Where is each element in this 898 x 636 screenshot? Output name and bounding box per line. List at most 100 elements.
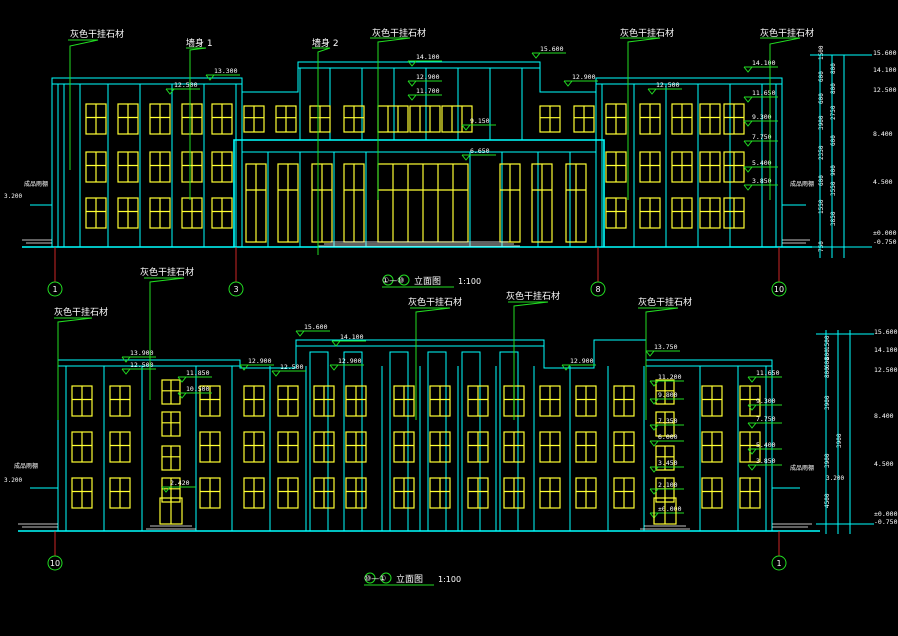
top-elev-14100-text: 14.100 [416,53,440,61]
bot-elev-9300-text: 9.300 [756,397,776,405]
top-window [85,103,107,135]
top-elev-3850-text: 3.850 [752,177,772,185]
bot-elev-12500-b-text: 12.500 [280,363,304,371]
top-window [85,197,107,229]
top-left-wing [51,77,243,247]
top-elev-right-6: -0.750 [873,238,897,246]
bot-elev-7350: 7.350 [649,417,684,431]
top-window [181,197,203,229]
bottom-window [575,431,597,463]
bot-elev-13900-text: 13.900 [130,349,154,357]
bottom-window [429,477,451,509]
bottom-note-1: 灰色干挂石材 [54,306,108,318]
top-elev-12900-b-text: 12.900 [572,73,596,81]
top-window [723,197,745,229]
top-elev-6650-text: 6.650 [470,147,490,155]
top-window [639,151,661,183]
top-elev-11700-text: 11.700 [416,87,440,95]
bottom-window [199,431,221,463]
bottom-window [71,431,93,463]
top-window [211,151,233,183]
top-title: ①—⑩ 立面图 1:100 [382,274,481,288]
bot-elev-12900-c-text: 12.900 [570,357,594,365]
top-dim-1: 800 [830,63,837,74]
bottom-window [467,477,489,509]
bottom-window [345,477,367,509]
bottom-pilasters [65,351,767,532]
bottom-window [539,477,561,509]
top-window [605,197,627,229]
top-elev-14100-right-text: 14.100 [752,59,776,67]
bot-elev-5400-text: 5.400 [756,441,776,449]
bot-elev-2420-text: 2.420 [170,479,190,487]
top-dim-11: 3550 [830,181,837,196]
bot-elev-11200-text: 11.200 [658,373,682,381]
top-axis-3: 3 [233,285,238,294]
bot-elev-14100-text: 14.100 [340,333,364,341]
top-window [539,105,561,133]
top-axis-bubbles: 1 3 8 10 [47,247,787,297]
bot-dim-7: 4500 [824,493,831,508]
top-dim-14: 750 [818,241,825,252]
bottom-window [345,385,367,417]
bottom-window [467,385,489,417]
bottom-bay [427,351,447,532]
bot-elev-12500-text: 12.500 [130,361,154,369]
top-window [149,103,171,135]
top-window [343,105,365,133]
bottom-window [71,385,93,417]
top-window [211,197,233,229]
bot-elev-13900: 13.900 [121,349,156,363]
top-window [605,103,627,135]
top-center-block [241,61,597,104]
top-elev-11650-text: 11.650 [752,89,776,97]
top-axis-10: 10 [774,285,784,294]
bottom-note-3: 灰色干挂石材 [408,296,462,308]
top-elev-9300: 9.300 [743,113,778,127]
top-window [671,197,693,229]
bottom-axis-10: 10 [50,559,60,568]
bot-dim-4: 3900 [824,395,831,410]
bottom-window [467,431,489,463]
bottom-bay [499,351,519,532]
bot-elev-11850: 11.850 [177,369,212,383]
top-axis-8: 8 [595,285,600,294]
top-lobby-glazing [277,163,299,243]
bottom-window [539,431,561,463]
top-dim-0: 1500 [818,45,825,60]
bottom-window [429,431,451,463]
bottom-elevation: 15.60014.10013.90012.50011.85010.50012.9… [4,266,898,586]
bottom-window [243,431,265,463]
bot-dim-0: 1500 [824,335,831,350]
top-window [85,151,107,183]
bottom-canopy-left: 成品雨棚 [14,462,38,470]
bottom-window [739,431,761,463]
top-wall-1: 墙身 1 [186,37,213,49]
top-elev-6650: 6.650 [461,147,496,161]
bot-elev-3450-text: 3.450 [658,459,678,467]
top-elev-15600-text: 15.600 [540,45,564,53]
bot-elev-12500-b: 12.500 [271,363,306,377]
bot-dim-2: 600 [824,357,831,368]
top-dim-8: 2350 [818,145,825,160]
bot-elev-11650: 11.650 [747,369,782,383]
bot-elev-right-3: 8.400 [874,412,894,420]
bot-elev-2100: 2.100 [649,481,684,495]
bottom-window [701,385,723,417]
bottom-window [393,431,415,463]
top-window [149,197,171,229]
top-elev-right-2: 12.500 [873,86,897,94]
bottom-note-5: 灰色干挂石材 [638,296,692,308]
top-window [699,103,721,135]
bottom-window [345,431,367,463]
top-lobby-glazing [531,163,553,243]
top-elev-9300-text: 9.300 [752,113,772,121]
bottom-bay [343,351,363,532]
top-dim-12: 1550 [818,199,825,214]
bot-elev-12500: 12.500 [121,361,156,375]
bot-elev-9300: 9.300 [747,397,782,411]
top-elev-9150: 9.150 [461,117,496,131]
